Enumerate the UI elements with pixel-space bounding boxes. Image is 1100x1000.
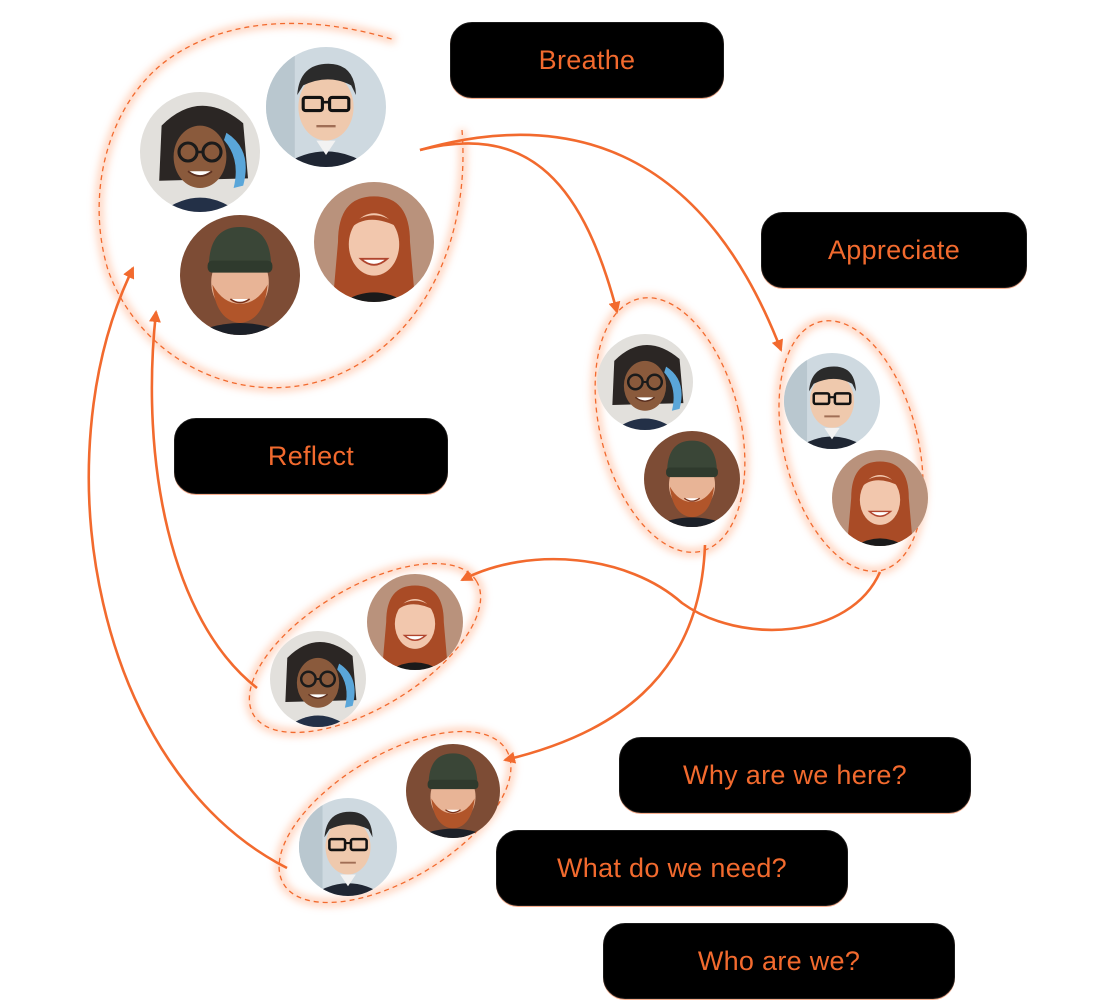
avatar-woman-glasses — [140, 92, 260, 212]
pair-d-avatars — [299, 744, 500, 896]
group-outlines — [98, 22, 924, 904]
group-outline-pair-d — [278, 730, 512, 904]
arrows — [87, 133, 882, 870]
label-breathe: Breathe — [450, 22, 724, 98]
avatar-woman-redhead — [314, 182, 434, 302]
arrow-pair-b-to-pair-c — [460, 557, 882, 632]
group-all-avatars — [140, 47, 434, 335]
arrow-group-to-pair-a — [419, 142, 621, 314]
pair-c-avatars — [270, 574, 463, 727]
avatar-man-glasses — [299, 798, 397, 896]
avatar-man-beanie — [644, 431, 740, 527]
label-appreciate: Appreciate — [761, 212, 1027, 288]
avatar-man-beanie — [180, 215, 300, 335]
avatar-woman-redhead — [832, 450, 928, 546]
arrow-pair-c-to-group — [148, 310, 258, 690]
group-outline-pair-b — [778, 320, 924, 572]
avatar-woman-redhead — [367, 574, 463, 670]
avatar-woman-glasses — [597, 334, 693, 430]
arrow-pair-a-to-pair-d — [503, 544, 707, 764]
avatar-man-glasses — [784, 353, 880, 449]
group-outline-pair-c — [248, 562, 482, 734]
group-outline-pair-a — [594, 297, 746, 553]
avatar-woman-glasses — [270, 631, 366, 727]
label-what-do-we-need: What do we need? — [496, 830, 848, 906]
label-who-are-we: Who are we? — [603, 923, 955, 999]
label-why-are-we-here: Why are we here? — [619, 737, 971, 813]
avatar-man-glasses — [266, 47, 386, 167]
label-reflect: Reflect — [174, 418, 448, 494]
arrow-group-to-pair-b — [419, 133, 783, 352]
arrow-pair-d-to-group — [87, 266, 288, 870]
group-outline-all — [98, 22, 464, 389]
avatar-man-beanie — [406, 744, 500, 838]
